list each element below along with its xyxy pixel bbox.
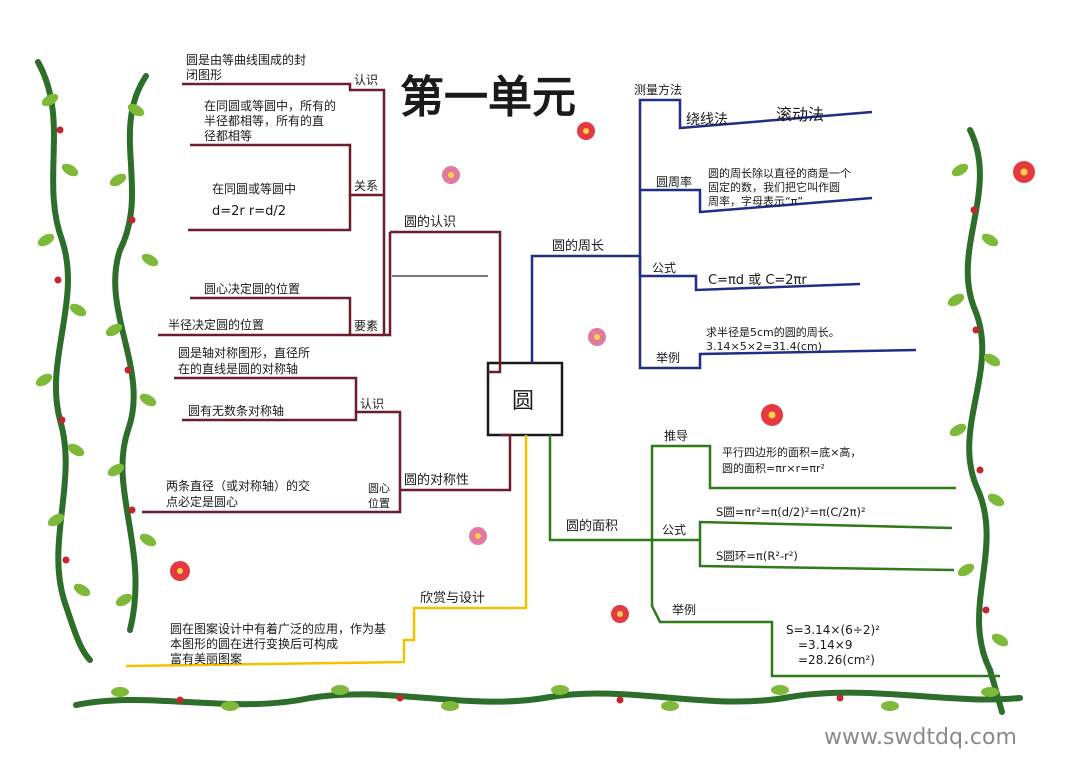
guanxi-text-line: 在同圆或等圆中，所有的: [204, 98, 336, 113]
area-formula-item: S圆=πr²=π(d/2)²=π(C/2π)²: [716, 505, 866, 519]
design-label: 欣赏与设计: [420, 591, 485, 606]
flower-icon: [761, 404, 783, 426]
left-vine-inner: [112, 73, 149, 633]
area-example-line: =28.26(cm²): [798, 653, 875, 667]
connector-symmetry-renshi-2: [182, 412, 358, 422]
derive-line: 平行四边形的面积=底×高，: [722, 445, 861, 459]
renshi-text-line: 圆是由等曲线围成的封: [186, 52, 306, 67]
flower-icon: [1013, 161, 1035, 183]
branch-circumference: [530, 98, 917, 370]
flower-icon: [577, 122, 595, 140]
connector-area-formula-1: [652, 520, 953, 542]
pi-line: 圆的周长除以直径的商是一个: [708, 166, 851, 180]
bottom-vine: [73, 689, 1023, 708]
branch-recognition: [158, 82, 502, 374]
method-item: 绕线法: [686, 112, 728, 128]
right-vine: [964, 127, 1005, 715]
circumference-example-line: 3.14×5×2=31.4(cm): [706, 340, 822, 353]
symmetry-label: 圆的对称性: [404, 472, 469, 488]
connector-guanxi: [190, 143, 384, 197]
area-example-line: S=3.14×(6÷2)²: [786, 623, 880, 637]
design-line: 本图形的圆在进行变换后可构成: [170, 636, 338, 651]
area-example-line: =3.14×9: [798, 638, 852, 652]
yaosu-item: 半径决定圆的位置: [168, 317, 264, 332]
flower-decorations: [170, 122, 1035, 623]
guanxi-text-line: 径都相等: [204, 129, 252, 143]
symmetry-renshi-line: 圆是轴对称图形，直径所: [178, 345, 310, 360]
center-pos-label: 圆心: [368, 482, 390, 495]
design-line: 圆在图案设计中有着广泛的应用，作为基: [170, 621, 386, 636]
renshi-label: 认识: [354, 73, 378, 87]
symmetry-renshi-label: 认识: [360, 397, 384, 411]
connector-recognition-trunk: [182, 82, 392, 337]
area-formula-item: S圆环=π(R²-r²): [716, 549, 798, 563]
pi-line: 周率，字母表示“π”: [708, 194, 803, 208]
circumference-example-line: 求半径是5cm的圆的周长。: [706, 325, 840, 339]
flower-icon: [442, 166, 460, 184]
guanxi-formula: d=2r r=d/2: [212, 204, 286, 219]
connector-area-trunk: [650, 444, 956, 540]
connector-area-formula-2: [698, 540, 955, 572]
vine-berries: [54, 126, 990, 704]
connector-center-recognition: [390, 230, 502, 374]
branch-symmetry: [142, 376, 512, 514]
flower-icon: [170, 561, 190, 581]
pi-line: 固定的数，我们把它叫作圆: [708, 180, 840, 194]
branch-area: [548, 435, 1000, 678]
area-formula-label: 公式: [662, 523, 686, 537]
pi-label: 圆周率: [656, 174, 692, 189]
guanxi-text-line: 半径都相等，所有的直: [204, 113, 324, 128]
derive-line: 圆的面积=πr×r=πr²: [722, 461, 825, 475]
connector-example: [638, 256, 917, 370]
renshi-text-line: 闭图形: [186, 68, 222, 82]
derive-label: 推导: [664, 429, 688, 443]
connector-area-example: [650, 540, 1000, 678]
center-node-label: 圆: [512, 389, 534, 414]
recognition-label: 圆的认识: [404, 214, 456, 230]
connector-yaosu: [190, 296, 384, 337]
area-label: 圆的面积: [566, 518, 618, 534]
center-pos-line: 点必定是圆心: [166, 494, 238, 509]
circumference-formula: C=πd 或 C=2πr: [708, 273, 807, 288]
flower-icon: [469, 527, 487, 545]
connector-pi: [640, 188, 873, 214]
symmetry-renshi-line: 在的直线是圆的对称轴: [178, 361, 298, 376]
watermark: www.swdtdq.com: [824, 725, 1017, 750]
guanxi-text-line: 在同圆或等圆中: [212, 181, 296, 196]
circumference-formula-label: 公式: [652, 261, 676, 275]
connector-center-circumference: [530, 254, 640, 363]
design-line: 富有美丽图案: [170, 651, 242, 666]
flower-icon: [611, 605, 629, 623]
left-vine-outer: [35, 59, 93, 663]
symmetry-renshi-line: 圆有无数条对称轴: [188, 403, 284, 418]
flower-icon: [588, 328, 606, 346]
connector-guanxi-2: [188, 195, 352, 232]
center-pos-label: 位置: [368, 496, 390, 510]
page-title: 第一单元: [400, 72, 576, 123]
connector-circumference-trunk: [638, 98, 873, 256]
vine-leaves: [35, 93, 1009, 711]
guanxi-label: 关系: [354, 179, 378, 193]
circumference-example-label: 举例: [656, 351, 680, 365]
center-pos-line: 两条直径（或对称轴）的交: [166, 478, 310, 493]
connector-center-area: [548, 435, 652, 542]
circumference-label: 圆的周长: [552, 238, 604, 254]
connector-design: [125, 435, 528, 668]
method-item: 滚动法: [776, 105, 824, 124]
yaosu-item: 圆心决定圆的位置: [204, 281, 300, 296]
method-label: 测量方法: [634, 82, 682, 97]
connector-center-symmetry: [400, 433, 512, 492]
area-example-label: 举例: [672, 603, 696, 617]
center-node-box: [486, 361, 564, 437]
yaosu-label: 要素: [354, 319, 378, 333]
connector-symmetry-trunk: [174, 376, 402, 490]
connector-symmetry-center-pos: [142, 490, 402, 514]
